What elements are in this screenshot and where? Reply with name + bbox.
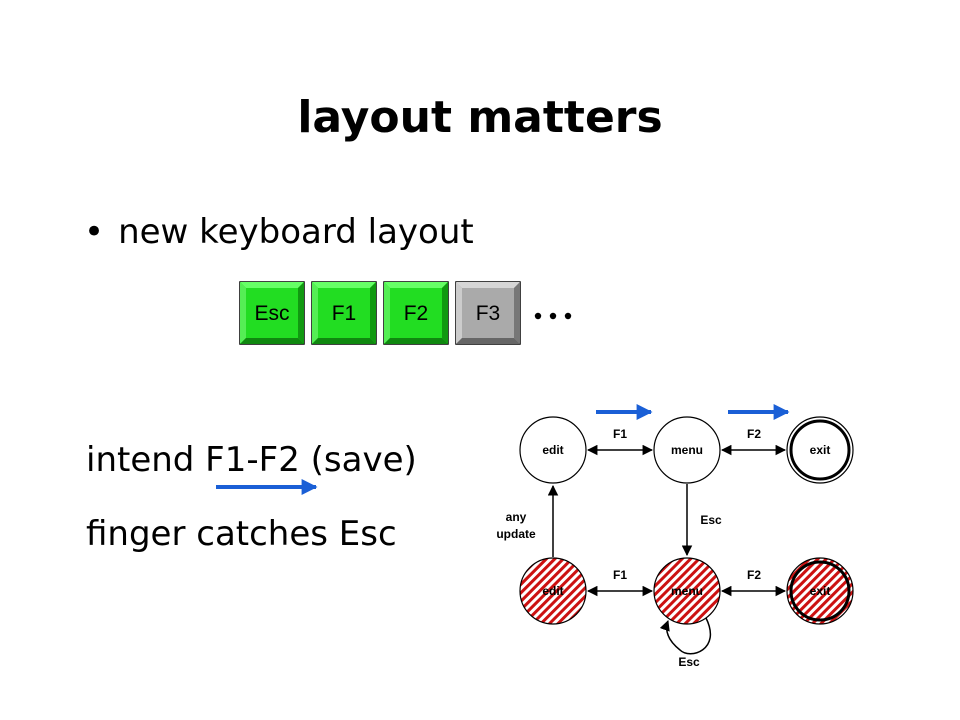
node-menu-top bbox=[653, 416, 721, 484]
edge-bottom-f2-label: F2 bbox=[747, 568, 761, 582]
intend-text: intend F1-F2 (save) bbox=[86, 440, 417, 480]
edge-top-f2-label: F2 bbox=[747, 427, 761, 441]
node-exit-bottom bbox=[786, 557, 854, 625]
node-exit-top bbox=[786, 416, 854, 484]
edge-bottom-f1-label: F1 bbox=[613, 568, 627, 582]
finger-text: finger catches Esc bbox=[86, 514, 397, 554]
node-edit-top bbox=[519, 416, 587, 484]
node-exit-bottom-label: exit bbox=[810, 584, 831, 598]
node-exit-bottom-inner bbox=[789, 560, 851, 622]
edge-top-f1-label: F1 bbox=[613, 427, 627, 441]
slide-title: layout matters bbox=[297, 92, 663, 143]
key-esc-label: Esc bbox=[254, 302, 289, 325]
bullet-item: • new keyboard layout bbox=[84, 212, 474, 252]
node-edit-bottom-label: edit bbox=[542, 584, 563, 598]
key-f3-label: F3 bbox=[476, 302, 501, 325]
node-menu-bottom-label: menu bbox=[671, 584, 703, 598]
edge-any-update-label-1: any bbox=[506, 510, 527, 524]
key-f3[interactable]: F3 bbox=[455, 281, 521, 345]
node-edit-bottom bbox=[519, 557, 587, 625]
ellipsis-dots bbox=[534, 312, 572, 320]
key-f2-label: F2 bbox=[404, 302, 429, 325]
edge-any-update-label-2: update bbox=[496, 527, 536, 541]
node-menu-top-label: menu bbox=[671, 443, 703, 457]
node-exit-top-label: exit bbox=[810, 443, 831, 457]
key-esc[interactable]: Esc bbox=[239, 281, 305, 345]
node-menu-bottom bbox=[653, 557, 721, 625]
bullet-text: new keyboard layout bbox=[118, 212, 474, 252]
edge-loop-esc-label: Esc bbox=[678, 655, 700, 669]
key-f1[interactable]: F1 bbox=[311, 281, 377, 345]
key-f1-label: F1 bbox=[332, 302, 357, 325]
edge-esc-label: Esc bbox=[700, 513, 722, 527]
key-f2[interactable]: F2 bbox=[383, 281, 449, 345]
node-edit-top-label: edit bbox=[542, 443, 563, 457]
node-exit-top-inner bbox=[789, 419, 851, 481]
edge-loop-esc bbox=[659, 617, 712, 655]
bullet-dot: • bbox=[84, 212, 105, 252]
